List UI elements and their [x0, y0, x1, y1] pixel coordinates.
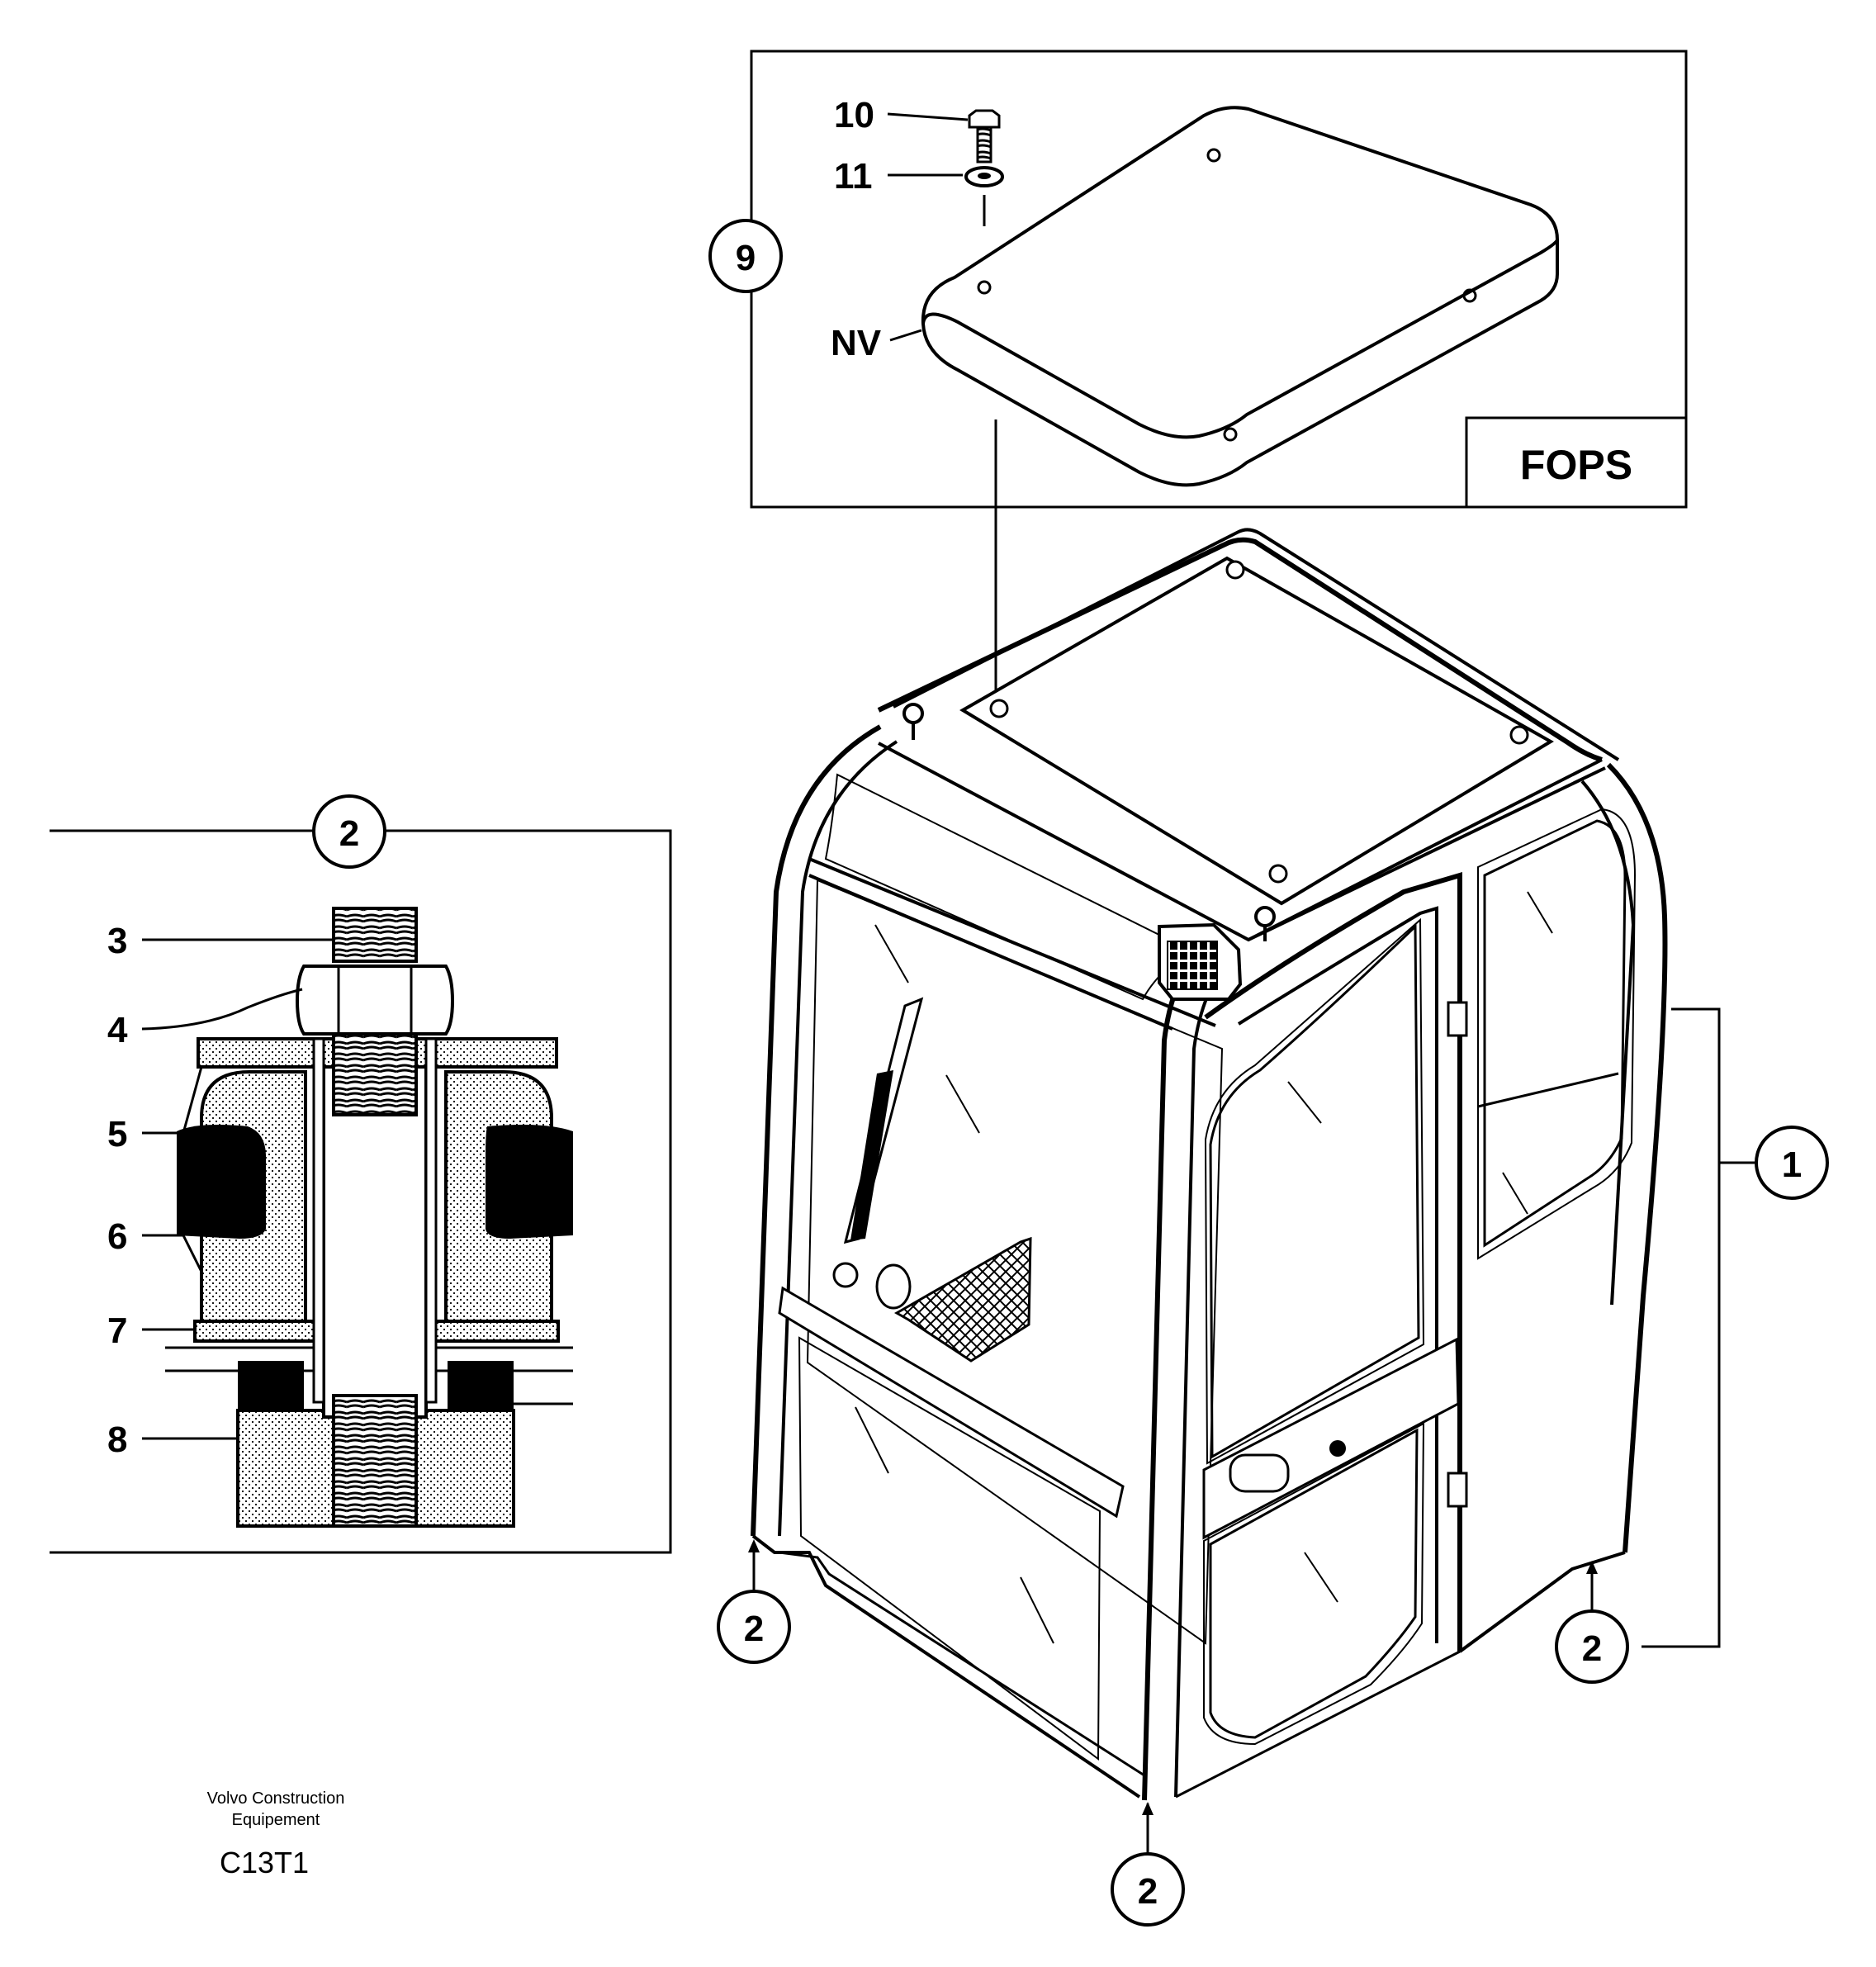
fops-title: FOPS	[1520, 442, 1632, 488]
door-lower-window	[1203, 1422, 1425, 1746]
callout-2-right: 2	[1582, 1628, 1602, 1669]
storage-net	[893, 1236, 1032, 1363]
part-label-4: 4	[107, 1010, 128, 1050]
drawing-code: C13T1	[220, 1846, 309, 1879]
hinge-icon	[1447, 1472, 1468, 1508]
rear-side-window	[1477, 808, 1637, 1260]
cab-illustration	[751, 528, 1668, 1801]
mount-detail-box: 2	[50, 794, 672, 1554]
part-label-5: 5	[107, 1114, 127, 1154]
callout-9: 9	[736, 238, 756, 278]
callout-2-detail: 2	[339, 813, 359, 854]
door-upper-window	[1204, 917, 1425, 1465]
callout-9-circle	[708, 219, 783, 293]
callout-2-left-circle	[717, 1590, 791, 1664]
fops-box: FOPS 9 10 11 NV	[708, 50, 1688, 509]
part-label-8: 8	[107, 1420, 127, 1460]
footer: Volvo Construction Equipement C13T1	[207, 1789, 345, 1879]
callout-2-detail-circle	[312, 794, 386, 869]
part-label-nv: NV	[831, 323, 882, 363]
callout-2-bottom-circle	[1111, 1852, 1185, 1927]
part-label-7: 7	[107, 1311, 127, 1351]
washer-icon	[964, 166, 1004, 187]
bolt-icon	[968, 109, 1001, 164]
wiper-icon	[832, 997, 924, 1310]
fops-plate	[921, 106, 1559, 487]
callout-1-circle	[1755, 1126, 1829, 1200]
roof-panel	[959, 556, 1554, 906]
callout-2-left: 2	[744, 1609, 764, 1649]
lifting-eye-icon	[902, 703, 924, 724]
callout-2-bottom: 2	[1138, 1871, 1158, 1912]
part-label-10: 10	[834, 95, 874, 135]
part-label-3: 3	[107, 921, 127, 961]
nut-icon	[295, 965, 455, 1036]
callout-2-right-circle	[1555, 1609, 1629, 1684]
callout-1: 1	[1782, 1145, 1802, 1185]
hinge-icon	[1447, 1001, 1468, 1037]
company-name-line1: Volvo Construction	[207, 1789, 345, 1808]
lifting-eye-icon	[1254, 906, 1276, 927]
part-label-11: 11	[834, 156, 873, 197]
fops-title-box	[1465, 416, 1688, 509]
work-light-icon	[1158, 922, 1243, 1001]
door-handle-icon	[1229, 1453, 1290, 1493]
company-name-line2: Equipement	[232, 1811, 320, 1829]
part-label-6: 6	[107, 1216, 127, 1257]
cab-callouts: 1 2 2 2	[717, 1007, 1829, 1927]
